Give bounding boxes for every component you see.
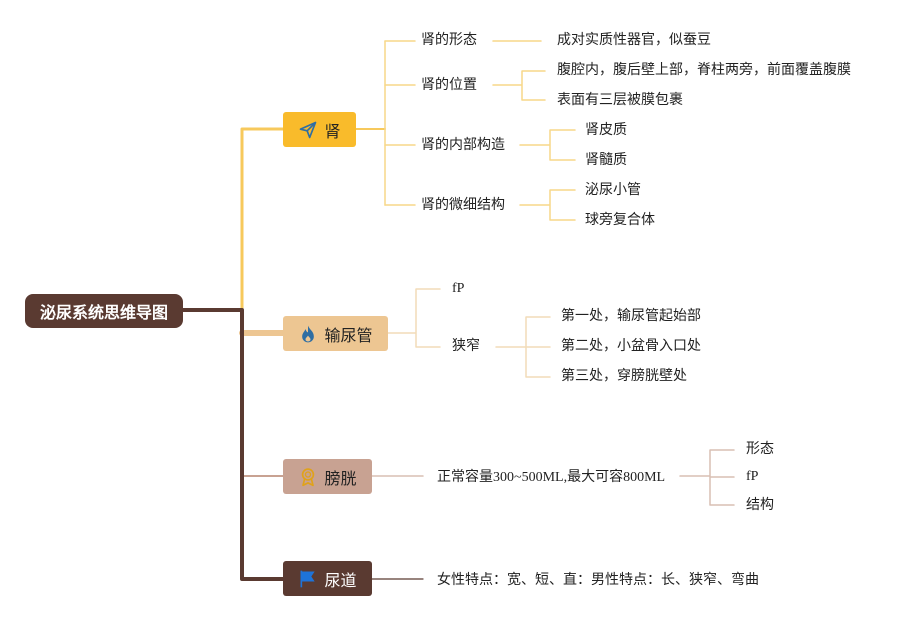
kidney-position-detail-2[interactable]: 表面有三层被膜包裹 [557, 93, 683, 108]
branch-bladder[interactable]: 膀胱 [283, 459, 372, 494]
connector-root-kidney [181, 127, 285, 312]
ureter-narrowing-3[interactable]: 第三处，穿膀胱壁处 [561, 369, 687, 384]
branch-bladder-label: 膀胱 [324, 468, 357, 488]
bladder-structure[interactable]: 结构 [746, 498, 774, 513]
ureter-narrowing[interactable]: 狭窄 [452, 339, 480, 354]
kidney-position-detail-1[interactable]: 腹腔内，腹后壁上部，脊柱两旁，前面覆盖腹膜 [557, 63, 851, 78]
root-node[interactable]: 泌尿系统思维导图 [25, 294, 183, 328]
kidney-position[interactable]: 肾的位置 [421, 78, 477, 93]
bladder-capacity[interactable]: 正常容量300~500ML,最大可容800ML [437, 470, 666, 485]
bladder-shape[interactable]: 形态 [746, 442, 774, 457]
branch-kidney-label: 肾 [324, 121, 341, 141]
connector-root-urethra [181, 308, 285, 581]
flag-icon [300, 570, 316, 587]
kidney-juxtaglomerular[interactable]: 球旁复合体 [585, 213, 655, 228]
ureter-narrowing-1[interactable]: 第一处，输尿管起始部 [561, 309, 701, 324]
paper-plane-icon [300, 121, 317, 138]
bladder-fp[interactable]: fP [746, 469, 759, 484]
branch-urethra-label: 尿道 [324, 570, 357, 590]
urethra-features[interactable]: 女性特点：宽、短、直：男性特点：长、狭窄、弯曲 [437, 573, 759, 588]
kidney-medulla[interactable]: 肾髓质 [585, 153, 627, 168]
ureter-narrowing-2[interactable]: 第二处，小盆骨入口处 [561, 339, 701, 354]
kidney-internal[interactable]: 肾的内部构造 [421, 138, 505, 153]
branch-ureter[interactable]: 输尿管 [283, 316, 388, 351]
kidney-cortex[interactable]: 肾皮质 [585, 123, 627, 138]
kidney-uriniferous-tubule[interactable]: 泌尿小管 [585, 183, 641, 198]
branch-urethra[interactable]: 尿道 [283, 561, 372, 596]
kidney-micro[interactable]: 肾的微细结构 [421, 198, 505, 213]
ureter-fp[interactable]: fP [452, 281, 465, 296]
kidney-shape-detail[interactable]: 成对实质性器官，似蚕豆 [557, 33, 711, 48]
flame-icon [302, 325, 315, 342]
kidney-shape[interactable]: 肾的形态 [421, 33, 477, 48]
award-badge-icon [302, 467, 315, 486]
branch-kidney[interactable]: 肾 [283, 112, 356, 147]
branch-ureter-label: 输尿管 [324, 325, 373, 345]
